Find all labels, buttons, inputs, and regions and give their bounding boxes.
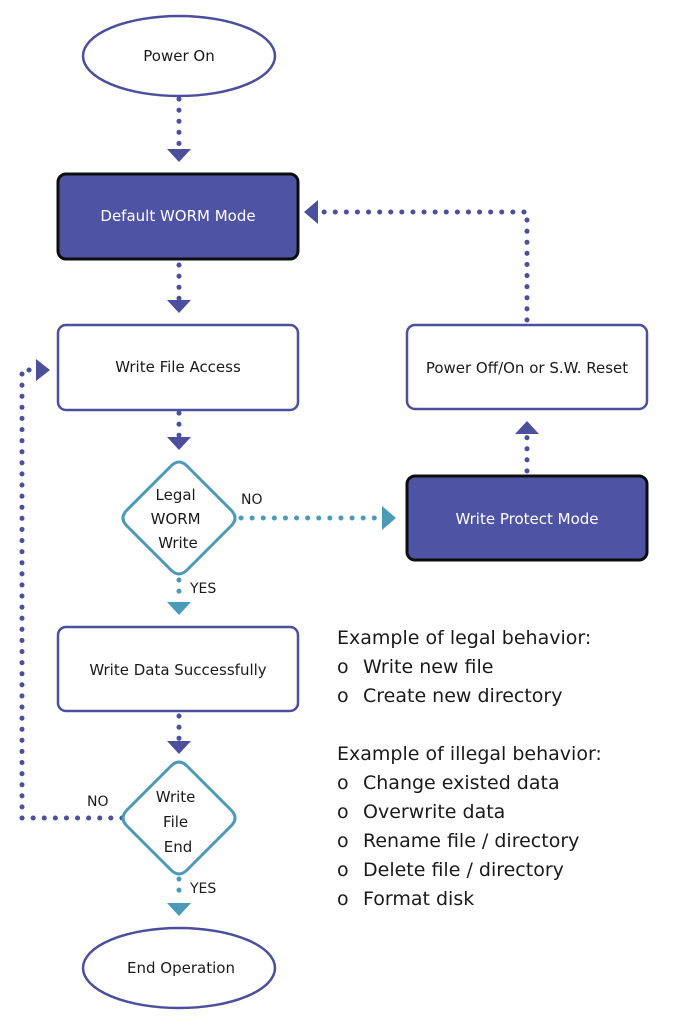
list-item-text: Overwrite data [363, 801, 506, 823]
node-write-protect-label: Write Protect Mode [455, 510, 598, 528]
arrowhead-down-icon [167, 602, 191, 615]
bullet-marker: o [337, 772, 349, 794]
list-item-text: Change existed data [363, 772, 560, 794]
bullet-marker: o [337, 656, 349, 678]
legal-decision-label: Legal WORM Write [151, 486, 206, 552]
arrowhead-up-icon [515, 421, 539, 434]
legal-behavior-title: Example of legal behavior: [337, 627, 592, 649]
legal-line-3: Write [158, 534, 198, 552]
connectors [19, 96, 530, 904]
node-write-file-access-label: Write File Access [115, 358, 241, 376]
arrowhead-down-icon [167, 149, 191, 162]
arrowhead-left-icon [304, 200, 318, 224]
list-item-text: Write new file [363, 656, 494, 678]
node-end-operation: End Operation [81, 926, 277, 1010]
legal-line-1: Legal [156, 486, 196, 504]
legal-behavior-legend: Example of legal behavior: o Write new f… [337, 624, 667, 711]
edge-fileend-no-loop [19, 367, 125, 821]
list-item: o Delete file / directory [337, 856, 667, 885]
file-end-line-2: File [163, 813, 188, 831]
legal-line-2: WORM [151, 510, 201, 528]
list-item-text: Delete file / directory [363, 859, 564, 881]
node-write-file-end: Write File End [121, 760, 237, 876]
end-ellipse [81, 926, 277, 1010]
list-item-text: Rename file / directory [363, 830, 580, 852]
list-item: o Format disk [337, 885, 667, 914]
node-default-worm: Default WORM Mode [56, 172, 300, 261]
list-item: o Rename file / directory [337, 827, 667, 856]
arrowhead-down-icon [167, 437, 191, 450]
bullet-marker: o [337, 801, 349, 823]
illegal-behavior-list: o Change existed data o Overwrite data o… [337, 769, 667, 914]
bullet-marker: o [337, 685, 349, 707]
illegal-behavior-title: Example of illegal behavior: [337, 743, 602, 765]
node-default-worm-label: Default WORM Mode [100, 207, 255, 225]
edge-label-fileend-no: NO [87, 794, 109, 810]
file-end-decision-diamond [121, 760, 237, 876]
start-ellipse [81, 14, 277, 98]
write-file-access-box [56, 323, 300, 412]
list-item: o Write new file [337, 653, 667, 682]
power-reset-box [405, 323, 649, 411]
node-power-on-label: Power On [143, 47, 214, 65]
node-write-data-success: Write Data Successfully [56, 625, 300, 713]
legal-decision-diamond [121, 460, 237, 576]
bullet-marker: o [337, 859, 349, 881]
node-power-on: Power On [81, 14, 277, 98]
edge-label-legal-yes: YES [189, 581, 216, 597]
arrowhead-down-icon [167, 300, 191, 313]
list-item-text: Format disk [363, 888, 475, 910]
node-power-reset-label: Power Off/On or S.W. Reset [426, 359, 628, 377]
edge-reset-default [317, 209, 530, 323]
list-item: o Create new directory [337, 682, 667, 711]
legal-behavior-list: o Write new file o Create new directory [337, 653, 667, 711]
arrowhead-right-icon [36, 359, 50, 381]
arrowhead-down-icon [167, 903, 191, 916]
node-write-data-success-label: Write Data Successfully [89, 661, 266, 679]
illegal-behavior-legend: Example of illegal behavior: o Change ex… [337, 740, 667, 914]
default-worm-box [56, 172, 300, 261]
list-item: o Overwrite data [337, 798, 667, 827]
list-item-text: Create new directory [363, 685, 563, 707]
file-end-line-3: End [164, 838, 193, 856]
node-write-file-access: Write File Access [56, 323, 300, 412]
list-item: o Change existed data [337, 769, 667, 798]
node-write-protect: Write Protect Mode [405, 474, 649, 562]
write-protect-box [405, 474, 649, 562]
bullet-marker: o [337, 830, 349, 852]
bullet-marker: o [337, 888, 349, 910]
arrowhead-down-icon [167, 741, 191, 754]
file-end-line-1: Write [156, 788, 196, 806]
arrowheads [36, 149, 539, 916]
node-end-operation-label: End Operation [127, 959, 235, 977]
node-power-reset: Power Off/On or S.W. Reset [405, 323, 649, 411]
edge-label-legal-no: NO [241, 492, 263, 508]
arrowhead-right-icon [382, 506, 396, 530]
edge-label-fileend-yes: YES [189, 881, 216, 897]
file-end-decision-label: Write File End [156, 788, 200, 856]
node-legal-worm-write: Legal WORM Write [121, 460, 237, 576]
write-data-success-box [56, 625, 300, 713]
